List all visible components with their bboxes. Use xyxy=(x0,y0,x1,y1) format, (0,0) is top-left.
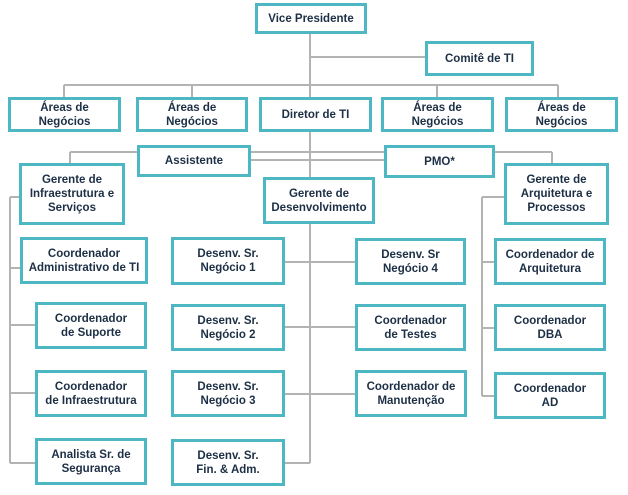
node-pmo: PMO* xyxy=(384,145,495,178)
node-coord-ad: Coordenador AD xyxy=(494,372,606,419)
node-vice-presidente: Vice Presidente xyxy=(255,3,367,34)
node-areas-negocios-2: Áreas de Negócios xyxy=(136,97,248,132)
node-gerente-arquitetura: Gerente de Arquitetura e Processos xyxy=(504,163,609,225)
node-desenv-fin-adm: Desenv. Sr. Fin. & Adm. xyxy=(171,439,285,486)
node-desenv-negocio-3: Desenv. Sr. Negócio 3 xyxy=(171,370,285,417)
node-comite-ti: Comitê de TI xyxy=(425,41,534,76)
node-desenv-negocio-1: Desenv. Sr. Negócio 1 xyxy=(171,237,285,285)
node-coord-infraestrutura: Coordenador de Infraestrutura xyxy=(35,370,147,417)
node-coord-testes: Coordenador de Testes xyxy=(355,304,466,351)
node-areas-negocios-3: Áreas de Negócios xyxy=(381,97,494,132)
node-gerente-infraestrutura: Gerente de Infraestrutura e Serviços xyxy=(19,163,125,225)
node-coord-manutencao: Coordenador de Manutenção xyxy=(355,370,467,417)
node-assistente: Assistente xyxy=(137,145,251,177)
node-gerente-desenvolvimento: Gerente de Desenvolvimento xyxy=(263,177,375,224)
node-coord-dba: Coordenador DBA xyxy=(494,304,606,351)
node-coord-suporte: Coordenador de Suporte xyxy=(35,302,147,349)
node-coord-administrativo-ti: Coordenador Administrativo de TI xyxy=(20,237,148,284)
node-desenv-negocio-4: Desenv. Sr Negócio 4 xyxy=(355,238,466,285)
node-areas-negocios-1: Áreas de Negócios xyxy=(8,97,121,132)
node-areas-negocios-4: Áreas de Negócios xyxy=(505,97,618,132)
node-diretor-ti: Diretor de TI xyxy=(259,97,372,132)
node-analista-seguranca: Analista Sr. de Segurança xyxy=(35,438,147,485)
node-coord-arquitetura: Coordenador de Arquitetura xyxy=(494,238,606,285)
node-desenv-negocio-2: Desenv. Sr. Negócio 2 xyxy=(171,304,285,351)
